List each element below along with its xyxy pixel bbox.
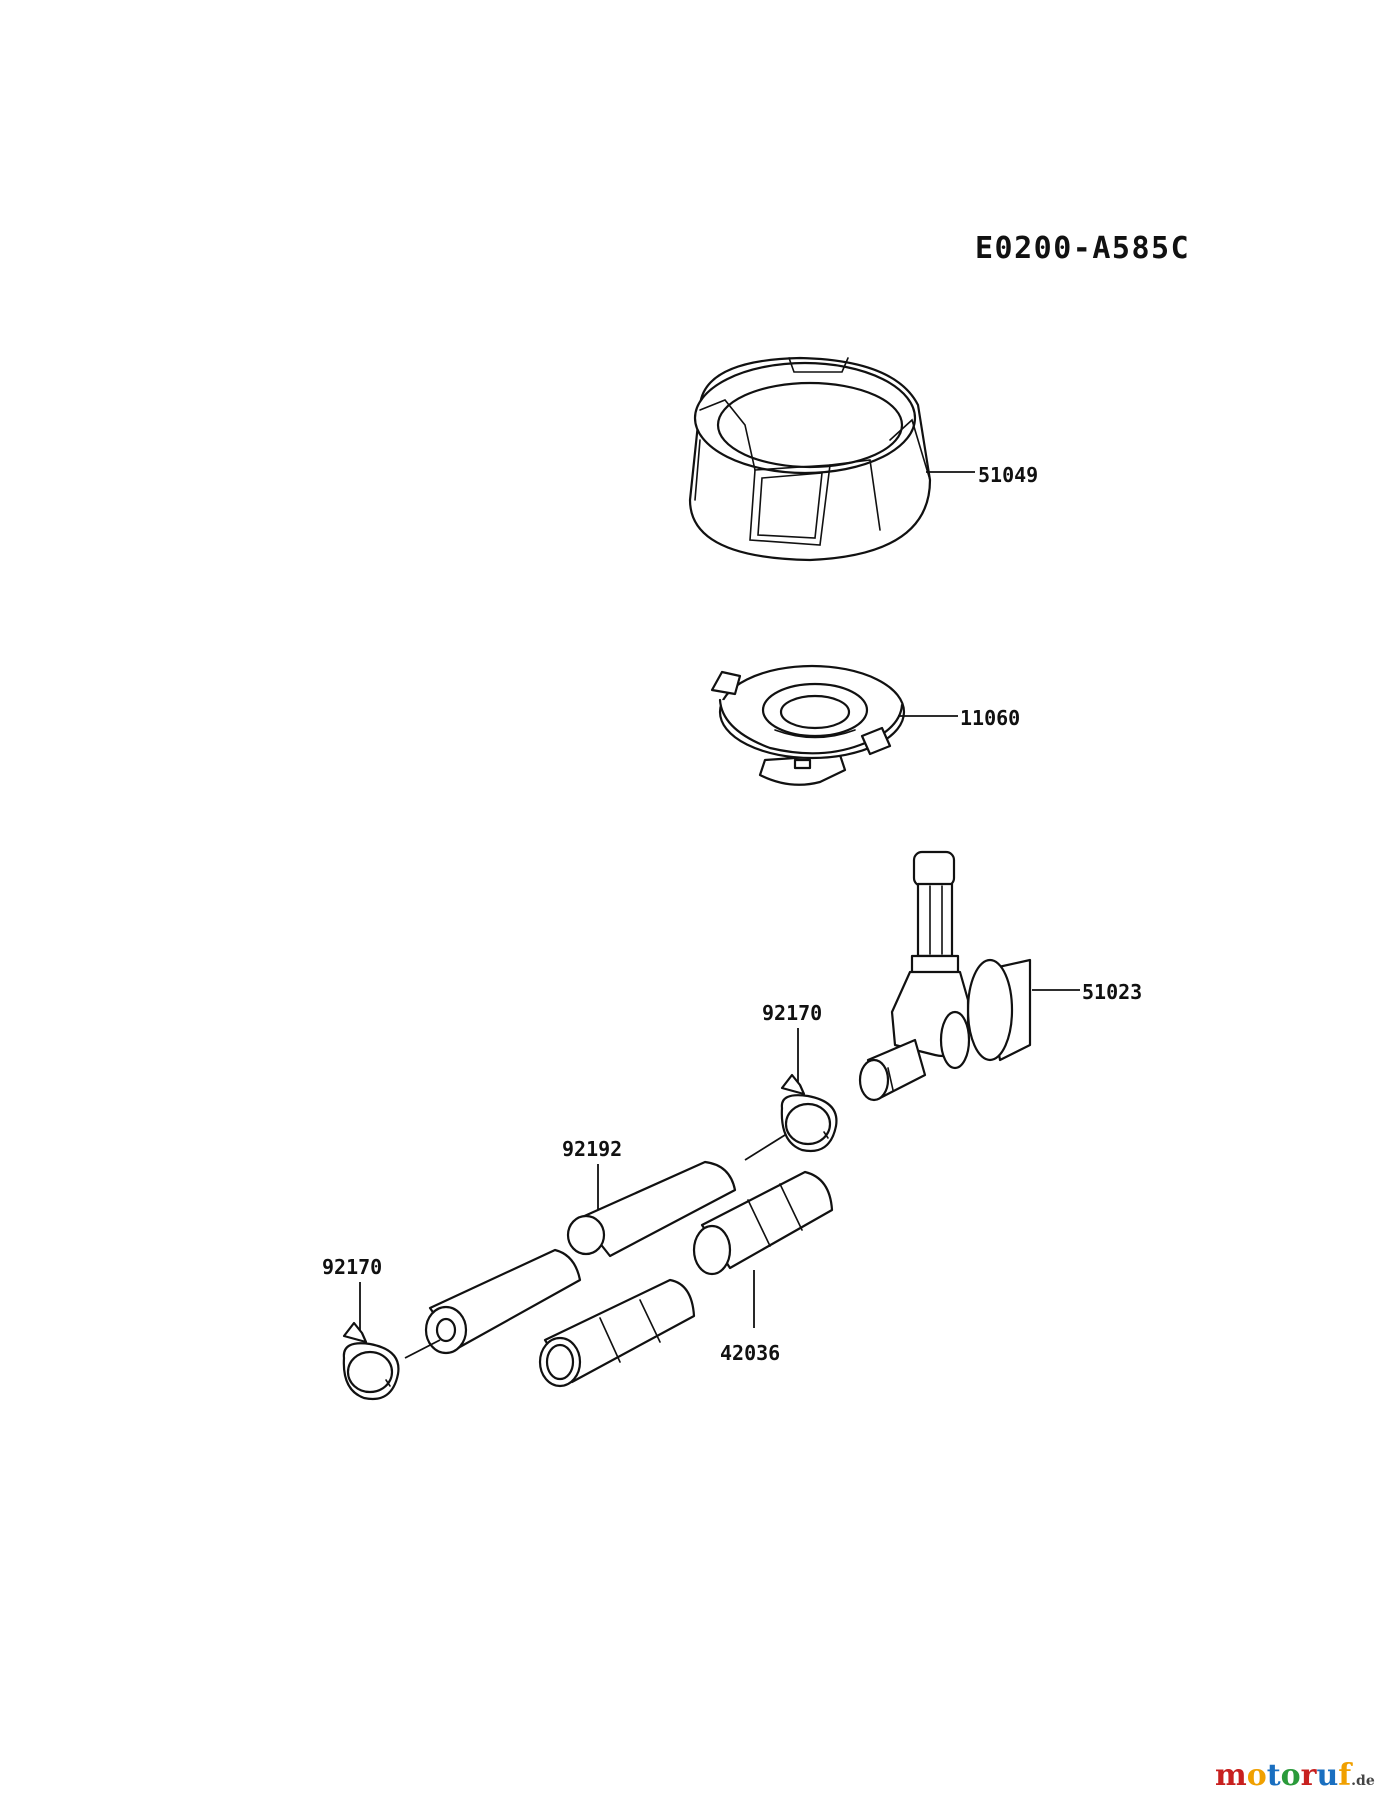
part-number-92170-lower[interactable]: 92170 (322, 1255, 382, 1279)
fuel-valve-drawing (858, 850, 1032, 1102)
part-number-42036[interactable]: 42036 (720, 1341, 780, 1365)
hose-connect-line-bottom (404, 1339, 441, 1359)
part-number-51049[interactable]: 51049 (978, 463, 1038, 487)
fuel-cap-drawing (688, 356, 932, 562)
part-number-92170-upper[interactable]: 92170 (762, 1001, 822, 1025)
lower-clamp-drawing (342, 1321, 400, 1401)
filler-neck-drawing (710, 664, 906, 786)
part-number-51023[interactable]: 51023 (1082, 980, 1142, 1004)
part-number-11060[interactable]: 11060 (960, 706, 1020, 730)
upper-clamp-drawing (780, 1073, 838, 1153)
diagram-code: E0200-A585C (975, 231, 1190, 266)
part-number-92192[interactable]: 92192 (562, 1137, 622, 1161)
protector-drawing (538, 1170, 834, 1388)
svg-text:motoruf.de: motoruf.de (1215, 1758, 1375, 1793)
fuel-hose-drawing (424, 1160, 737, 1355)
hose-connect-line-top (744, 1134, 786, 1161)
motoruf-logo: motoruf.de (1215, 1758, 1375, 1793)
